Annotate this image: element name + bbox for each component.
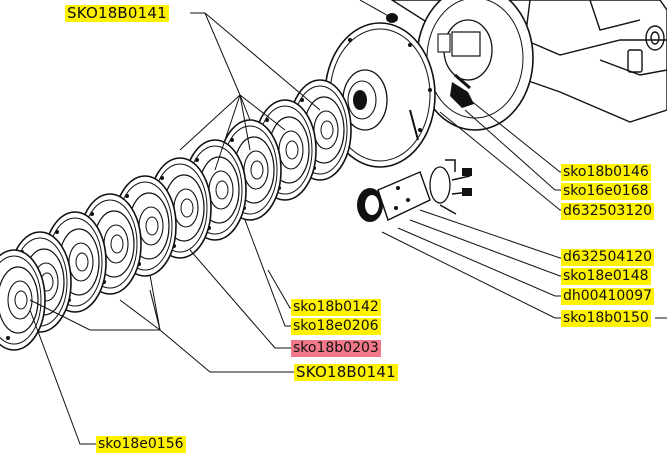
callout-sko18b0142[interactable]: sko18b0142: [291, 299, 381, 316]
callout-d632503120[interactable]: d632503120: [561, 203, 655, 220]
callout-sko18e0156[interactable]: sko18e0156: [96, 436, 186, 453]
callout-sko18b0141-bottom[interactable]: SKO18B0141: [294, 363, 398, 381]
callout-dh00410097[interactable]: dh00410097: [561, 288, 655, 305]
callout-sko18b0141-top[interactable]: SKO18B0141: [65, 4, 169, 22]
bearing-hub: [359, 0, 534, 131]
callout-sko18b0146[interactable]: sko18b0146: [561, 164, 651, 181]
callout-sko18b0150[interactable]: sko18b0150: [561, 310, 651, 327]
callout-sko16e0168[interactable]: sko16e0168: [561, 183, 651, 200]
brush-assembly: [357, 159, 472, 222]
callout-sko18e0206[interactable]: sko18e0206: [291, 318, 381, 335]
callout-d632504120[interactable]: d632504120: [561, 249, 655, 266]
callout-sko18e0148[interactable]: sko18e0148: [561, 268, 651, 285]
flange-plate: [324, 22, 436, 168]
callout-sko18b0203-highlighted[interactable]: sko18b0203: [291, 340, 381, 357]
